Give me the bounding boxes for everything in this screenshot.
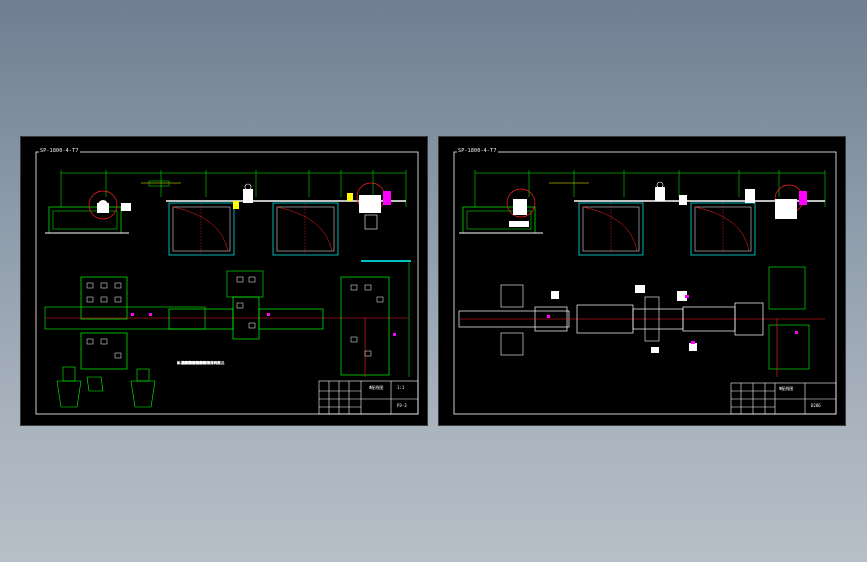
plan-view (458, 266, 825, 377)
note-line: 2.安装后检查各部件运转灵活 (177, 361, 225, 365)
drawing-sheet-left[interactable]: SP-1800-4-T7 Ф配线图 1:1 РЭ-3 技术要求 1.各焊缝焊接牢… (20, 136, 428, 426)
title-block-id: РЭ-3 (397, 403, 407, 408)
note-line: 安装注意事项说明 (177, 361, 206, 365)
title-block-grid (318, 380, 419, 415)
title-block-grid (730, 382, 837, 415)
top-dimension-chain (474, 170, 826, 207)
elevation-view (45, 180, 406, 256)
note-line: 3.表面除锈后涂防锈漆两道 (177, 361, 221, 365)
drawing-number-label: SP-1800-4-T7 (39, 148, 80, 154)
title-block-name: Ф配线图 (369, 385, 384, 390)
note-line: 6.其余按相关标准 (177, 361, 207, 365)
cad-drawing-right (453, 151, 837, 415)
drawing-sheet-right[interactable]: SP-1800-4-T7 Ф配线图 D286 (438, 136, 846, 426)
title-block-name: Ф配线图 (779, 386, 794, 391)
drawing-frame (453, 151, 837, 415)
drawing-number-label: SP-1800-4-T7 (457, 148, 498, 154)
plan-view (44, 260, 411, 377)
detail-views (56, 366, 156, 408)
note-line: 技术要求 (177, 361, 192, 365)
note-line: 5.装配按图纸要求执行 (177, 361, 214, 365)
drawing-frame (35, 151, 419, 415)
title-block-id: D286 (811, 403, 821, 408)
elevation-view (459, 181, 825, 256)
note-line: 4.未注公差按GB1804-m级 (177, 361, 221, 365)
note-line: 1.各焊缝焊接牢固不得有气孔 (177, 361, 225, 365)
title-block-scale: 1:1 (397, 385, 405, 390)
cad-drawing-left (35, 151, 419, 415)
